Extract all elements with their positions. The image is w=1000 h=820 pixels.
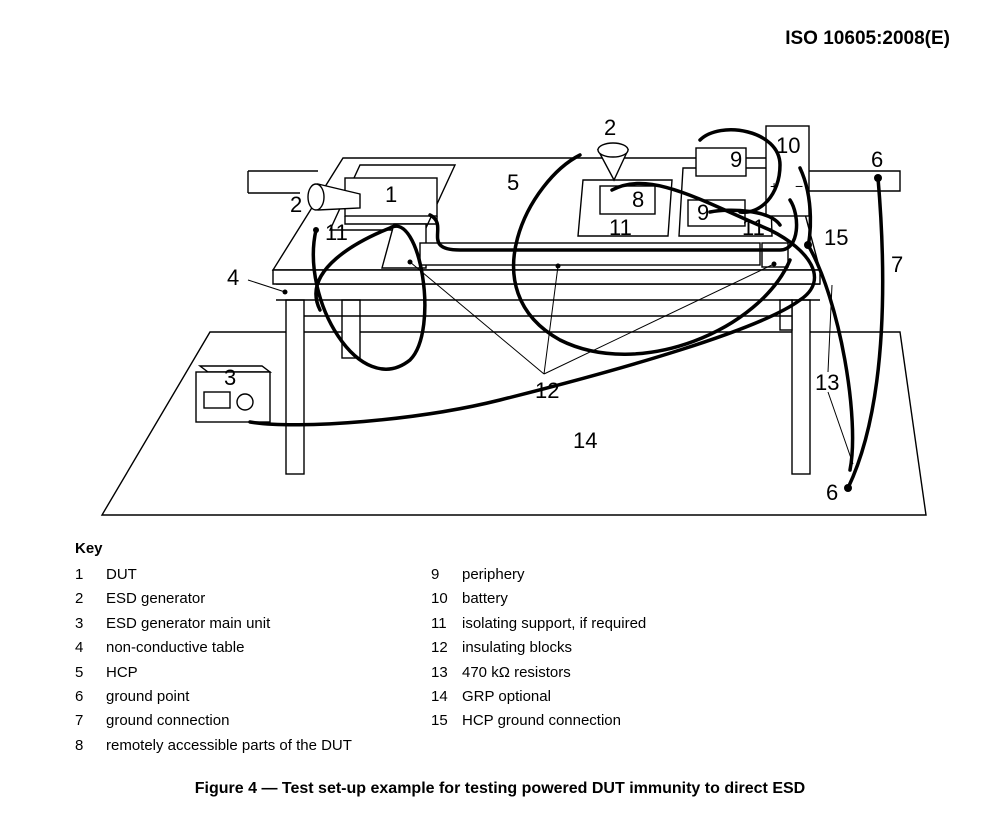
label-11-left: 11 xyxy=(325,220,348,245)
key-item-text: 470 kΩ resistors xyxy=(462,663,571,681)
leader-lines xyxy=(247,261,854,465)
insulating-block-middle xyxy=(419,242,761,266)
key-item: 3 ESD generator main unit xyxy=(75,614,352,638)
key-item-text: ground point xyxy=(106,687,190,705)
label-11-middle: 11 xyxy=(609,215,632,240)
key-item-text: DUT xyxy=(106,566,137,583)
key-item-text: HCP xyxy=(106,663,138,681)
key-title: Key xyxy=(75,540,103,557)
label-9-top: 9 xyxy=(730,147,742,172)
key-item-number: 13 xyxy=(431,663,448,681)
key-item-number: 2 xyxy=(75,590,84,608)
key-list-right: 9 periphery 10 battery 11 isolating support, … xyxy=(431,565,646,736)
hcp-ground-connection xyxy=(806,243,855,472)
key-item: 14 GRP optional xyxy=(431,687,646,711)
cable-gun-top xyxy=(511,153,792,356)
periphery-box-top xyxy=(695,147,747,177)
key-item-text: ground connection xyxy=(106,712,230,730)
key-item: 11 isolating support, if required xyxy=(431,614,646,638)
key-item-text: battery xyxy=(462,590,508,608)
key-item-text: insulating blocks xyxy=(462,639,573,657)
label-5: 5 xyxy=(507,170,519,195)
figure-drawing xyxy=(100,125,927,516)
label-2-top: 2 xyxy=(604,115,616,140)
connection-points xyxy=(282,174,882,492)
key-item-number: 1 xyxy=(75,566,84,583)
key-item: 8 remotely accessible parts of the DUT xyxy=(75,736,352,760)
key-item-text: HCP ground connection xyxy=(462,712,621,730)
key-item: 6 ground point xyxy=(75,687,352,711)
key-item-number: 7 xyxy=(75,712,84,730)
key-item-text: non-conductive table xyxy=(106,639,245,657)
key-item: 5 HCP xyxy=(75,663,352,687)
key-item: 1 DUT xyxy=(75,565,352,589)
key-item-number: 15 xyxy=(431,712,448,730)
key-item-text: remotely accessible parts of the DUT xyxy=(106,736,352,754)
key-item-number: 4 xyxy=(75,639,84,657)
label-12: 12 xyxy=(535,378,559,403)
periphery-box-lower xyxy=(687,199,746,227)
cable-periphery-lower xyxy=(708,208,782,227)
label-11-right: 11 xyxy=(742,215,765,240)
key-item: 2 ESD generator xyxy=(75,589,352,613)
key-item-number: 8 xyxy=(75,736,84,754)
label-6-bottom: 6 xyxy=(826,480,838,505)
cables xyxy=(248,128,885,490)
key-item-number: 11 xyxy=(431,614,447,632)
key-item-text: GRP optional xyxy=(462,687,551,705)
key-item: 7 ground connection xyxy=(75,711,352,735)
cable-dut xyxy=(428,198,799,252)
key-item-text: periphery xyxy=(462,566,525,583)
key-item: 12 insulating blocks xyxy=(431,638,646,662)
key-item-text: ESD generator main unit xyxy=(106,614,271,632)
key-item: 4 non-conductive table xyxy=(75,638,352,662)
label-1: 1 xyxy=(385,182,397,207)
label-15: 15 xyxy=(824,225,848,250)
label-6-top: 6 xyxy=(871,147,883,172)
ground-connection xyxy=(846,176,885,490)
key-item-number: 14 xyxy=(431,687,448,705)
label-14: 14 xyxy=(573,428,597,453)
cable-periphery xyxy=(698,128,782,214)
key-item-text: ESD generator xyxy=(106,590,206,608)
battery-plus: + xyxy=(770,178,778,194)
label-3: 3 xyxy=(224,365,236,390)
label-4: 4 xyxy=(227,265,239,290)
label-8: 8 xyxy=(632,187,644,212)
label-2-left: 2 xyxy=(290,192,302,217)
label-10: 10 xyxy=(776,133,800,158)
key-item-number: 12 xyxy=(431,639,448,657)
key-item-number: 9 xyxy=(431,566,440,583)
remote-parts-box xyxy=(599,185,656,215)
key-item: 13 470 kΩ resistors xyxy=(431,663,646,687)
table-top-edge xyxy=(272,269,821,285)
cable-remote-part xyxy=(610,181,772,232)
document-id: ISO 10605:2008(E) xyxy=(785,28,950,49)
key-item: 9 periphery xyxy=(431,565,646,589)
key-item-number: 3 xyxy=(75,614,84,632)
label-7: 7 xyxy=(891,252,903,277)
insulating-block-right xyxy=(761,242,789,268)
figure-caption: Figure 4 — Test set-up example for testi… xyxy=(194,780,806,797)
key-item-number: 5 xyxy=(75,663,84,681)
battery-minus: − xyxy=(795,178,803,194)
key-item-text: isolating support, if required xyxy=(462,614,647,632)
label-9-lower: 9 xyxy=(697,200,709,225)
ground-bar-left xyxy=(247,170,318,194)
cable-main-unit xyxy=(248,228,817,427)
ground-bar-right xyxy=(790,170,901,192)
cable-gun-left xyxy=(311,224,427,371)
key-item-number: 10 xyxy=(431,590,448,608)
test-setup-figure: 1 2 2 3 4 5 6 6 7 8 9 9 10 11 11 11 12 1… xyxy=(100,115,927,516)
key-item-number: 6 xyxy=(75,687,84,705)
table-leg-front-right xyxy=(791,299,811,475)
table-leg-front-left xyxy=(285,299,305,475)
key-list-left: 1 DUT 2 ESD generator 3 ESD generator main un… xyxy=(75,565,352,760)
ground-plane xyxy=(100,331,927,516)
key-item: 15 HCP ground connection xyxy=(431,711,646,735)
key-item: 10 battery xyxy=(431,589,646,613)
insulating-block-left xyxy=(381,223,427,269)
label-13: 13 xyxy=(815,370,839,395)
table-leg-back-left xyxy=(341,299,361,359)
